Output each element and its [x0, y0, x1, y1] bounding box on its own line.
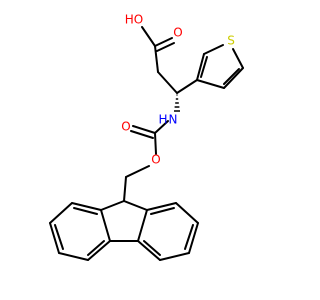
- left-ring-bond-3: [58, 252, 89, 261]
- right-ring-bond-1: [137, 209, 148, 242]
- thiophene-bond-3: [232, 48, 244, 69]
- left-ring-bond-2-inner: [87, 240, 105, 256]
- thiophene-bond-1: [196, 53, 205, 81]
- fluorene-c9-left: [100, 200, 125, 211]
- bond-carbonyl-o-double-a: [132, 125, 156, 134]
- bond-ch2-c9: [123, 176, 127, 202]
- thiophene-bond-4-inner: [223, 68, 240, 85]
- left-ring-bond-1: [100, 209, 111, 242]
- thiophene-bond-1-inner: [200, 56, 208, 78]
- right-ring-bond-6: [146, 202, 177, 211]
- bond-c-o-double-b: [156, 42, 175, 52]
- thiophene-bond-5: [196, 79, 225, 89]
- right-ring-bond-3: [159, 252, 190, 261]
- bond-oh-c: [141, 26, 156, 47]
- bond-carbonyl-o-double-b: [130, 130, 154, 139]
- amine-nitrogen-label: N: [169, 113, 178, 127]
- bond-ch2-chiral: [157, 71, 178, 94]
- left-ring-bond-6-inner: [73, 207, 98, 215]
- background: [0, 0, 300, 300]
- bond-n-carbonyl: [154, 120, 169, 134]
- left-ring-bond-6: [71, 202, 102, 211]
- bond-chiral-thiophene: [176, 79, 198, 94]
- right-ring-bond-6-inner: [150, 207, 175, 215]
- left-ring-bond-4-inner: [54, 224, 64, 250]
- structure-diagram: HO O S H N O O: [0, 0, 300, 300]
- bond-acid-ch2: [154, 45, 159, 73]
- right-ring-bond-2: [137, 240, 161, 261]
- amine-hydrogen-label: H: [158, 113, 167, 127]
- acid-carbonyl-oxygen-label: O: [173, 26, 182, 40]
- right-ring-bond-4: [188, 222, 199, 254]
- hydroxyl-label: HO: [125, 13, 143, 27]
- sulfur-label: S: [227, 34, 235, 48]
- thiophene-bond-4: [223, 67, 244, 89]
- left-ring-bond-4: [49, 222, 60, 254]
- right-ring-bond-5: [175, 202, 199, 224]
- stereo-hash-bond: [174, 94, 180, 112]
- bond-carbonyl-ester-o: [154, 132, 157, 155]
- ester-oxygen-label: O: [151, 153, 160, 167]
- fluorene-c9-right: [123, 200, 148, 211]
- right-ring-bond-2-inner: [143, 240, 161, 256]
- left-ring-bond-5: [49, 202, 73, 224]
- bond-ester-o-ch2: [125, 165, 150, 178]
- right-ring-bond-4-inner: [184, 224, 194, 250]
- thiophene-bond-2: [203, 44, 224, 55]
- left-ring-bond-2: [87, 240, 111, 261]
- bond-c-o-double-a: [154, 37, 173, 47]
- carbamate-carbonyl-oxygen-label: O: [121, 120, 130, 134]
